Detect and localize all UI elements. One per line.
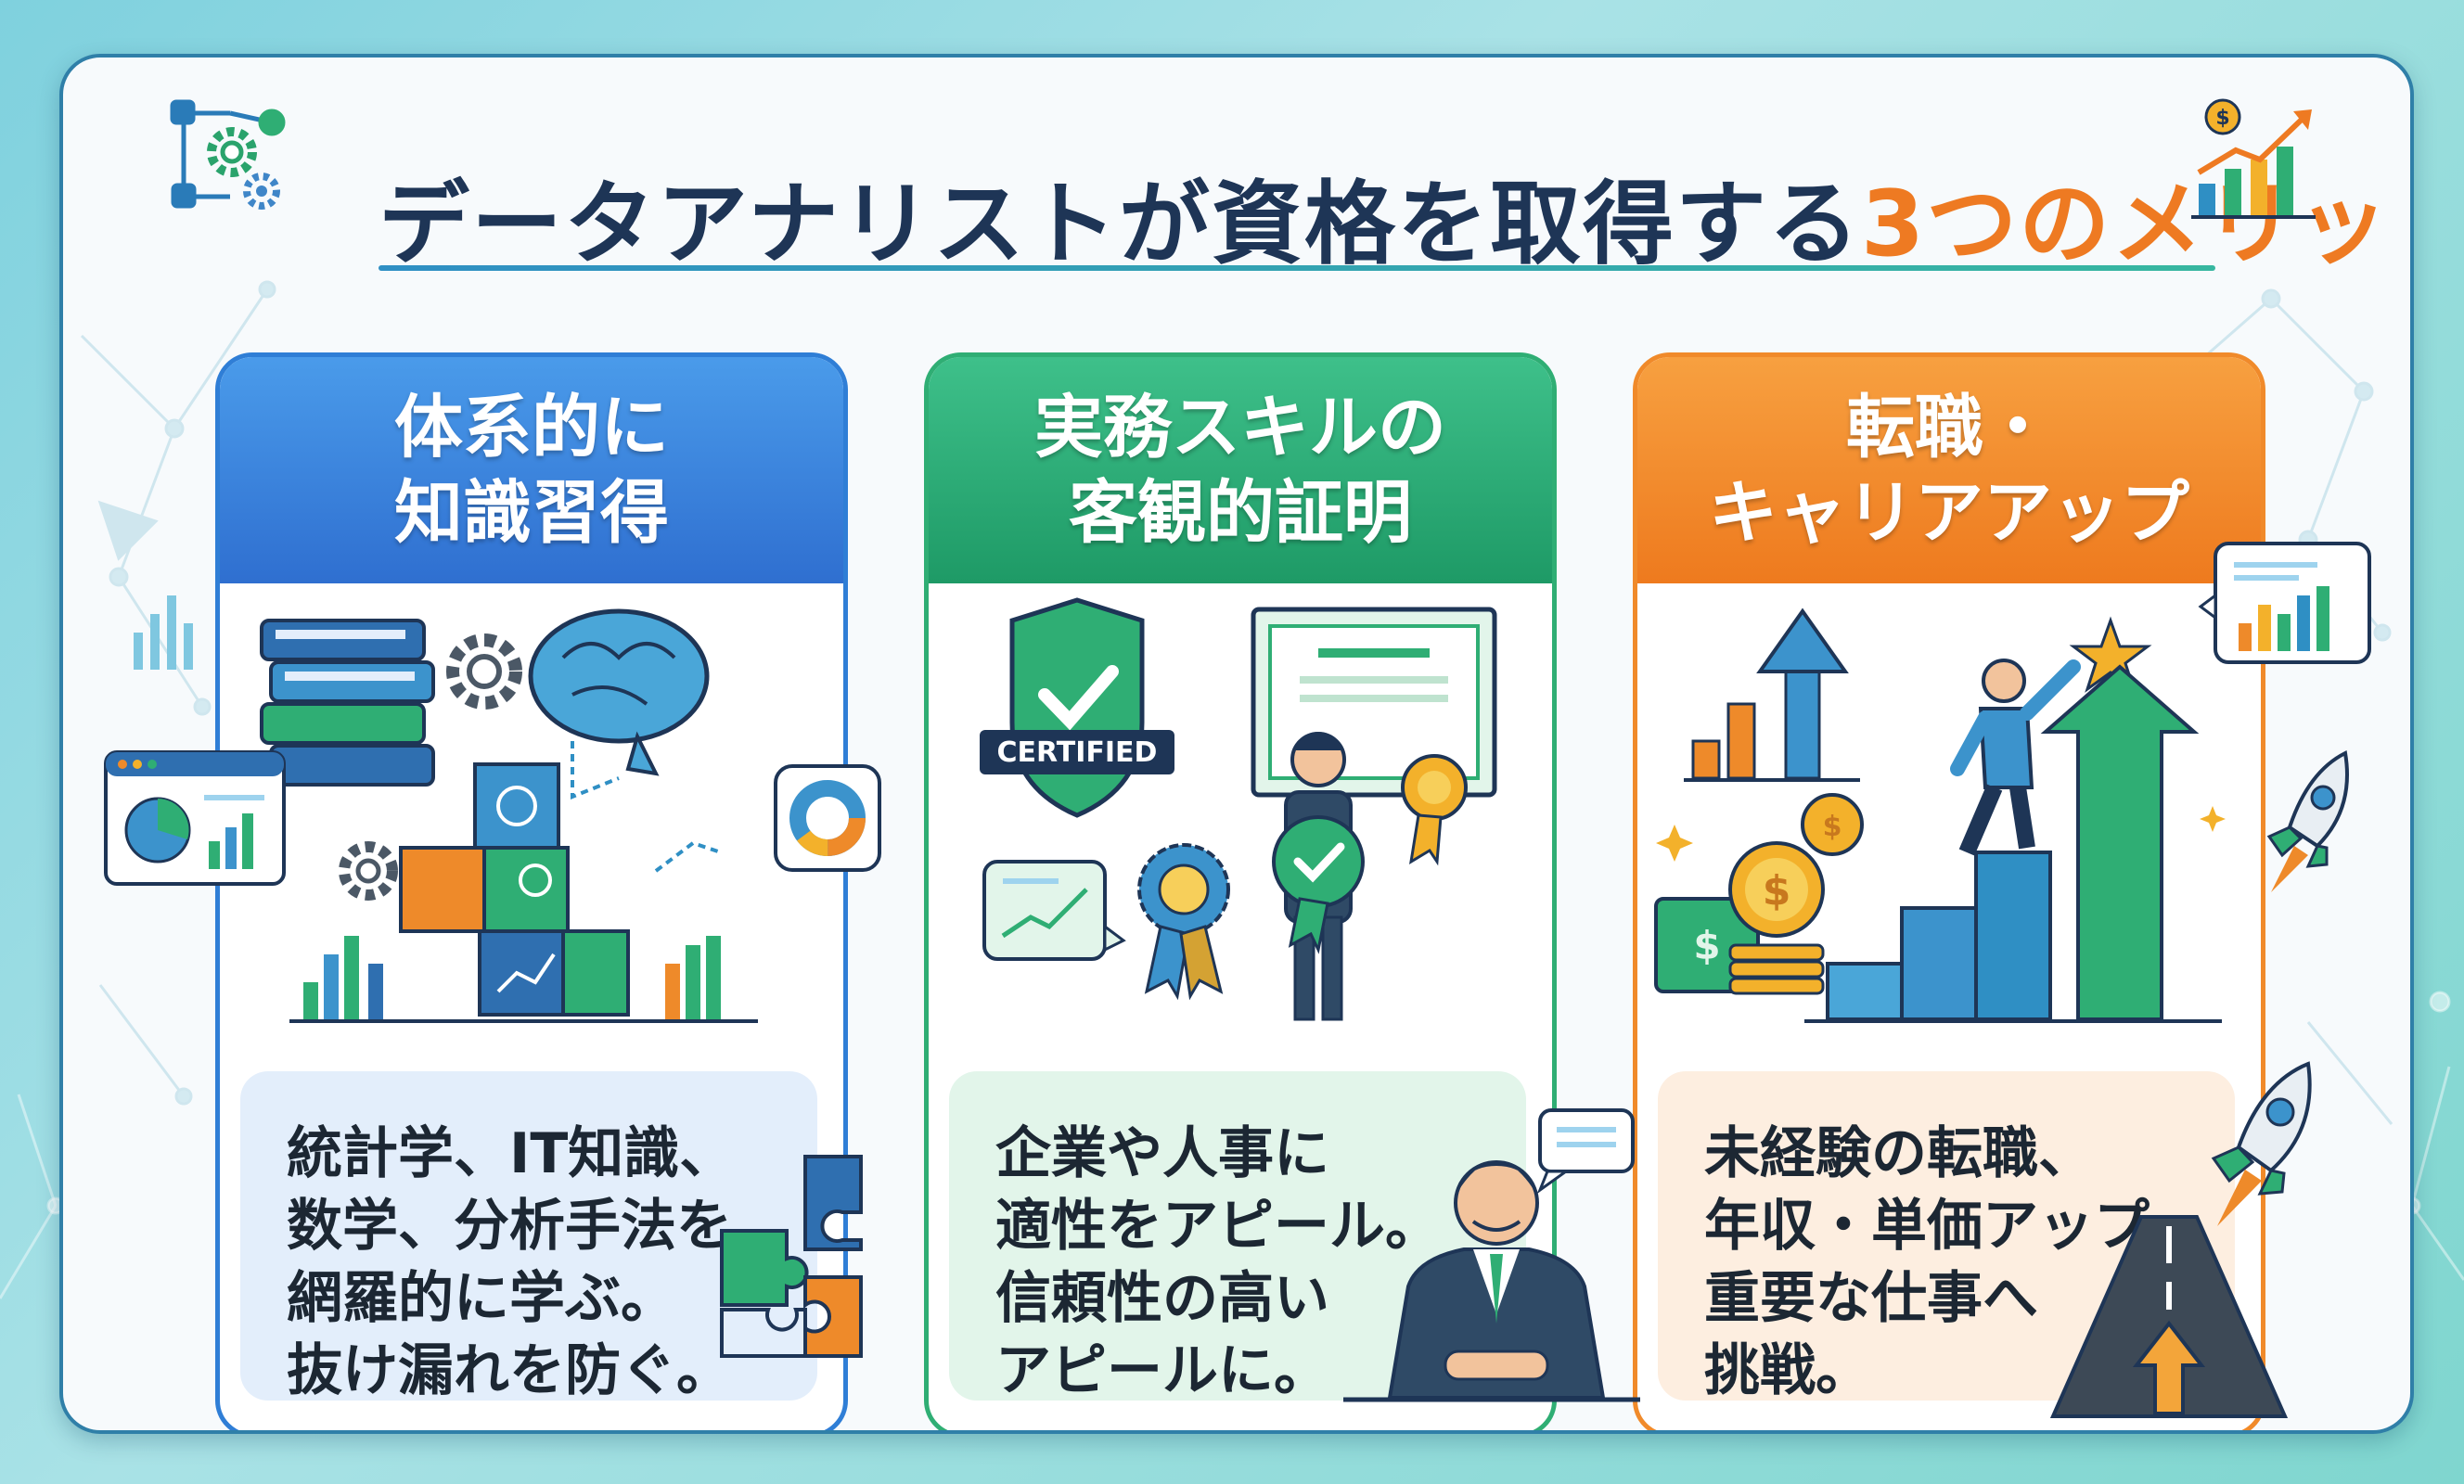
mini-chart-icon: [134, 595, 193, 670]
certified-ribbon: CERTIFIED: [980, 730, 1174, 774]
brain-icon: [528, 608, 710, 776]
title-highlight: 3つのメリット: [1861, 172, 2410, 277]
card-header: 転職・ キャリアアップ: [1637, 357, 2261, 583]
card-description: 未経験の転職、 年収・単価アップ、 重要な仕事へ 挑戦。: [1704, 1121, 2204, 1403]
chart-bubble-icon: [982, 860, 1126, 961]
puzzle-icon: [720, 1155, 863, 1358]
card-title: 実務スキルの 客観的証明: [1034, 388, 1446, 553]
merit-card-career: 転職・ キャリアアップ: [1633, 352, 2265, 1430]
certified-badge-label: CERTIFIED: [997, 736, 1158, 769]
climbing-person-icon: [1950, 659, 2081, 856]
road-arrow-icon: [2049, 1215, 2289, 1418]
svg-text:$: $: [1763, 867, 1791, 915]
bar-chart-icon: [289, 936, 758, 1023]
data-cubes-icon: [399, 762, 630, 1017]
gold-medal-icon: [1401, 754, 1468, 866]
gear-icon: [446, 633, 522, 710]
star-icon: [2069, 616, 2152, 693]
svg-text:$: $: [2215, 107, 2229, 130]
blue-medal-icon: [1137, 843, 1230, 1001]
svg-text:$: $: [1823, 811, 1842, 843]
rocket-icon-large: [2211, 1061, 2312, 1226]
certification-illustration: CERTIFIED: [980, 597, 1497, 1021]
card-header: 体系的に 知識習得: [220, 357, 843, 583]
shield-check-icon: [1009, 597, 1145, 818]
chart-card-icon: [2198, 542, 2371, 664]
svg-text:$: $: [1693, 923, 1720, 968]
businessman-icon: [1343, 1108, 1640, 1402]
network-gears-icon: [170, 99, 286, 210]
card-description: 企業や人事に 適性をアピール。 信頼性の高い アピールに。: [995, 1121, 1441, 1403]
card-description: 統計学、IT知識、 数学、分析手法を 網羅的に学ぶ。 抜け漏れを防ぐ。: [287, 1121, 736, 1403]
rocket-icon: [2266, 749, 2349, 892]
rising-bars-icon: [1684, 608, 1860, 782]
books-icon: [260, 619, 435, 787]
donut-chart-icon: [774, 764, 881, 872]
card-title: 体系的に 知識習得: [394, 388, 669, 553]
person-icon: [1272, 732, 1365, 1021]
gear-icon-small: [339, 841, 398, 901]
growth-arrow-icon: [2040, 664, 2200, 1021]
growth-chart-icon: $: [2191, 98, 2316, 219]
knowledge-illustration: [260, 608, 758, 1023]
main-panel: データアナリストが資格を取得する3つのメリット $ 体系的に 知識習得: [59, 54, 2414, 1434]
stairs-icon: [1804, 851, 2222, 1023]
coins-icon: $ $ $: [1654, 793, 1864, 995]
page-title: データアナリストが資格を取得する3つのメリット: [379, 150, 2410, 282]
career-illustration: $ $ $: [1654, 608, 2226, 1023]
card-title: 転職・ キャリアアップ: [1709, 388, 2189, 553]
sparkle-icons: [1656, 806, 2226, 862]
card-header: 実務スキルの 客観的証明: [929, 357, 1552, 583]
title-underline: [379, 265, 2215, 271]
dashboard-window-icon: [104, 750, 286, 886]
